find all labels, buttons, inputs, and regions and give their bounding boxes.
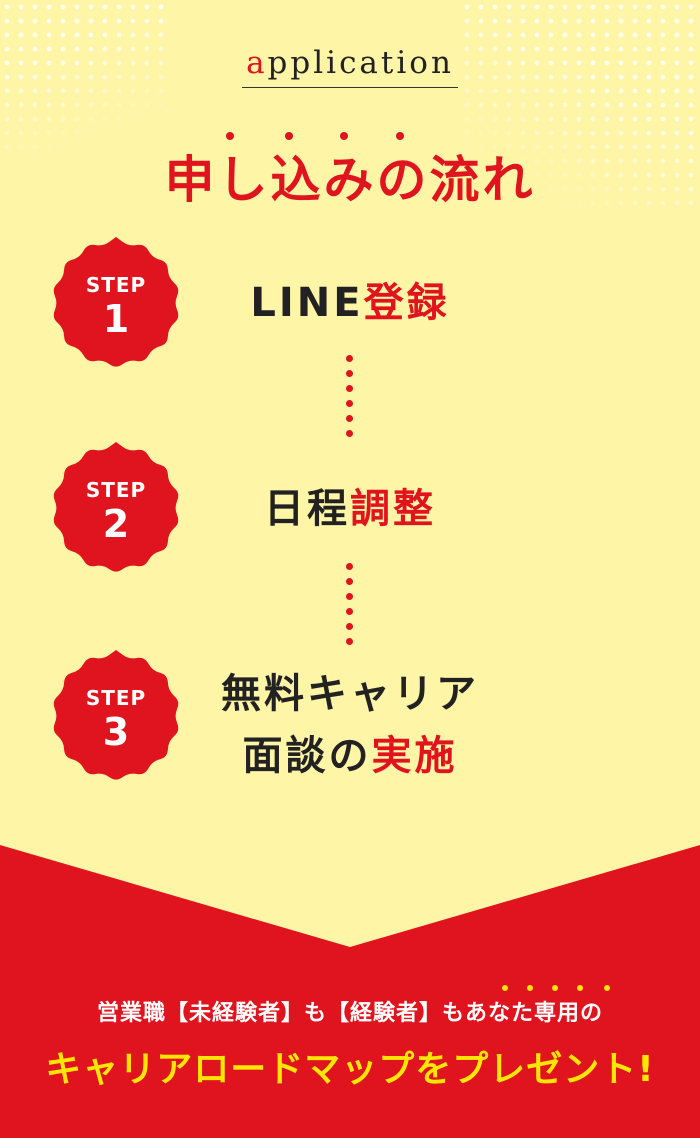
badge-seal-path: [53, 442, 179, 572]
cta-banner: [0, 845, 700, 1138]
step-3-label: 無料キャリア 面談の実施: [221, 671, 479, 779]
step-1-label: LINE登録: [250, 280, 450, 326]
dot-pattern-left: [0, 0, 170, 150]
dot-pattern-right: [460, 0, 700, 210]
eyebrow-text: application: [242, 45, 458, 88]
banner-headline: キャリアロードマップをプレゼント!: [45, 1049, 655, 1090]
step-3-word: STEP: [85, 686, 147, 710]
connector-dots-2: [346, 563, 354, 653]
banner-emphasis-dots: [0, 985, 700, 993]
connector-dots-1: [346, 355, 354, 445]
step-2-number: 2: [102, 502, 130, 546]
step-3-badge: STEP 3: [48, 648, 184, 784]
badge-seal-path: [53, 237, 179, 367]
section-eyebrow: application: [0, 45, 700, 88]
badge-seal-shape: [53, 650, 179, 780]
step-2-label: 日程調整: [264, 486, 436, 532]
banner-shape: [0, 845, 700, 1138]
badge-seal-shape: [53, 237, 179, 367]
banner-subtitle: 営業職【未経験者】も【経験者】もあなた専用の: [96, 1001, 603, 1026]
step-2-badge: STEP 2: [48, 440, 184, 576]
step-1-badge: STEP 1: [48, 235, 184, 371]
step-1-word: STEP: [85, 273, 147, 297]
step-3-number: 3: [102, 710, 130, 754]
step-1-number: 1: [102, 297, 130, 341]
step-2-word: STEP: [85, 478, 147, 502]
badge-seal-path: [53, 650, 179, 780]
badge-seal-shape: [53, 442, 179, 572]
title-emphasis-dots: [0, 132, 700, 142]
page-title: 申し込みの流れ: [164, 151, 536, 209]
